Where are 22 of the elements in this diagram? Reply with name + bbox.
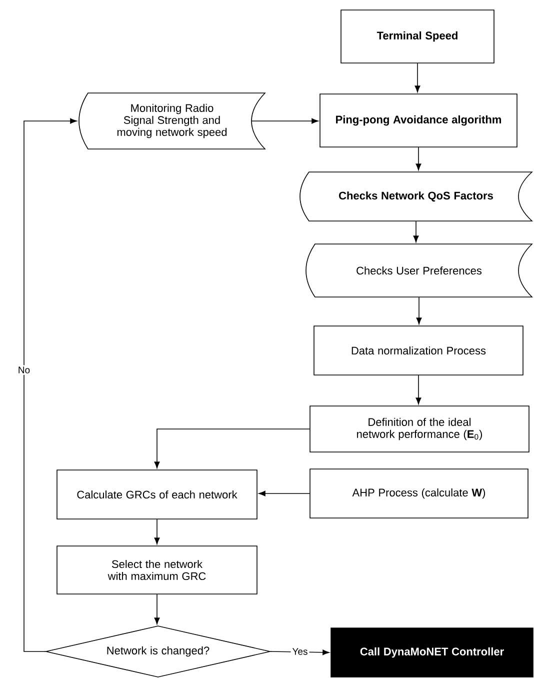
process-box: Select the network with maximum GRC [56,546,258,594]
process-box: Ping-pong Avoidance algorithm [320,94,518,148]
process-box: Calculate GRCs of each network [56,470,258,520]
edge-label: Yes [290,646,310,656]
arrow [414,63,420,92]
process-box: Definition of the ideal network performance (E$_{0}$) [310,406,530,452]
process-box: Terminal Speed [340,10,494,64]
arrow [154,519,160,544]
arrow [416,297,422,324]
process-box: AHP Process (calculate W) [310,468,528,518]
process-box: Data normalization Process [314,326,524,376]
arrow [24,118,77,652]
arrow [413,221,419,242]
process-box: Call DynaMoNET Controller [330,628,534,678]
arrow [270,650,330,656]
arrow [416,147,422,170]
arrow [154,594,160,624]
arrow [252,118,318,124]
arrow [416,375,422,404]
arrow [154,428,310,468]
edge-label: No [16,365,32,375]
arrow [258,490,310,496]
